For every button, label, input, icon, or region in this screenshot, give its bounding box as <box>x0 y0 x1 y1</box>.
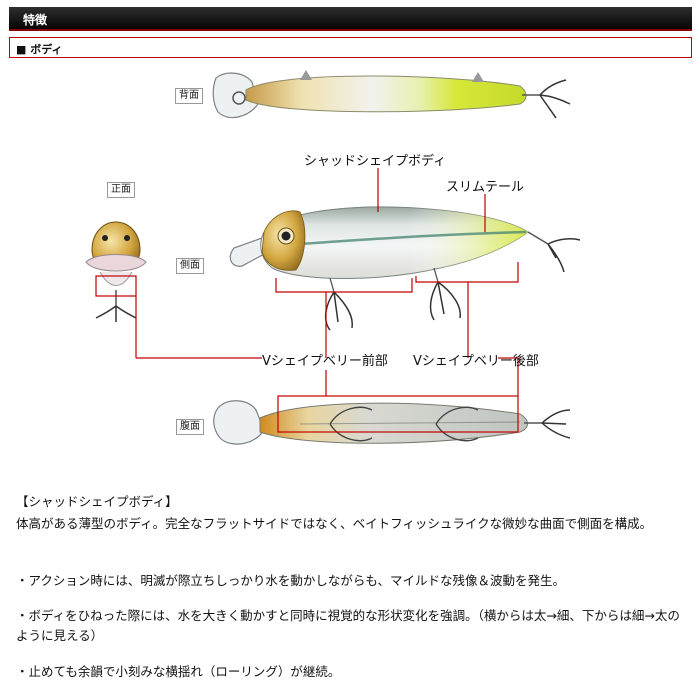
section-title: ■ ボディ <box>16 43 63 56</box>
label-back-view: 背面 <box>175 88 203 104</box>
header-title: 特徴 <box>23 13 48 27</box>
callout-lines <box>95 168 519 433</box>
header-bar: 特徴 <box>9 7 692 31</box>
section-header: ■ ボディ <box>9 37 692 58</box>
front-view-lure <box>85 221 147 322</box>
label-front-view: 正面 <box>107 182 135 198</box>
callout-v-rear: Vシェイプベリー後部 <box>413 354 539 369</box>
label-belly-view: 腹面 <box>176 419 204 435</box>
bullet-2: ・ボディをひねった際には、水を大きく動かすと同時に視覚的な形状変化を強調。（横か… <box>16 608 680 643</box>
callout-slim-tail: スリムテール <box>446 180 525 195</box>
description-heading: 【シャッドシェイプボディ】 <box>16 494 178 509</box>
label-side-view: 側面 <box>176 258 204 274</box>
back-view-lure <box>212 70 571 119</box>
lure-illustration <box>85 70 581 445</box>
callout-v-front: Vシェイプベリー前部 <box>262 354 388 369</box>
bullet-3: ・止めても余韻で小刻みな横揺れ（ローリング）が継続。 <box>16 664 341 679</box>
belly-view-lure <box>213 400 571 445</box>
description-intro: 体高がある薄型のボディ。完全なフラットサイドではなく、ベイトフィッシュライクな微… <box>16 516 653 531</box>
bullet-1: ・アクション時には、明滅が際立ちしっかり水を動かしながらも、マイルドな残像＆波動… <box>16 573 566 588</box>
callout-shad-body: シャッドシェイプボディ <box>304 154 447 169</box>
side-view-lure <box>229 206 581 331</box>
